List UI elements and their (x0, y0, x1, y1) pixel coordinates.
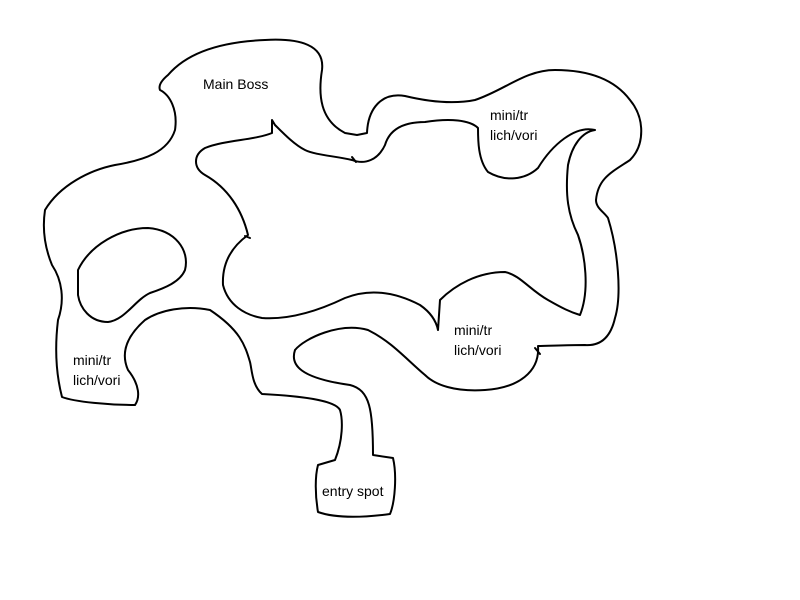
room-top-right-line1: mini/tr (490, 107, 529, 123)
entry-spot-label: entry spot (322, 481, 383, 501)
entry-spot-text: entry spot (322, 483, 384, 499)
inner-wall-left (77, 227, 187, 323)
room-center-right-label: mini/tr lich/vori (454, 320, 501, 360)
room-top-right-label: mini/tr lich/vori (490, 105, 537, 145)
room-left-line2: lich/vori (73, 372, 121, 388)
room-top-right-line2: lich/vori (490, 127, 538, 143)
wall-detail-boss (351, 156, 357, 163)
room-left-label: mini/tr lich/vori (73, 350, 120, 390)
inner-wall-center (195, 119, 596, 331)
main-boss-label: Main Boss (203, 74, 268, 94)
main-boss-text: Main Boss (203, 76, 269, 92)
outer-wall (42, 38, 643, 518)
wall-detail-right (534, 347, 541, 355)
wall-detail-left (244, 235, 251, 239)
room-left-line1: mini/tr (73, 352, 112, 368)
room-center-right-line1: mini/tr (454, 322, 493, 338)
room-center-right-line2: lich/vori (454, 342, 502, 358)
